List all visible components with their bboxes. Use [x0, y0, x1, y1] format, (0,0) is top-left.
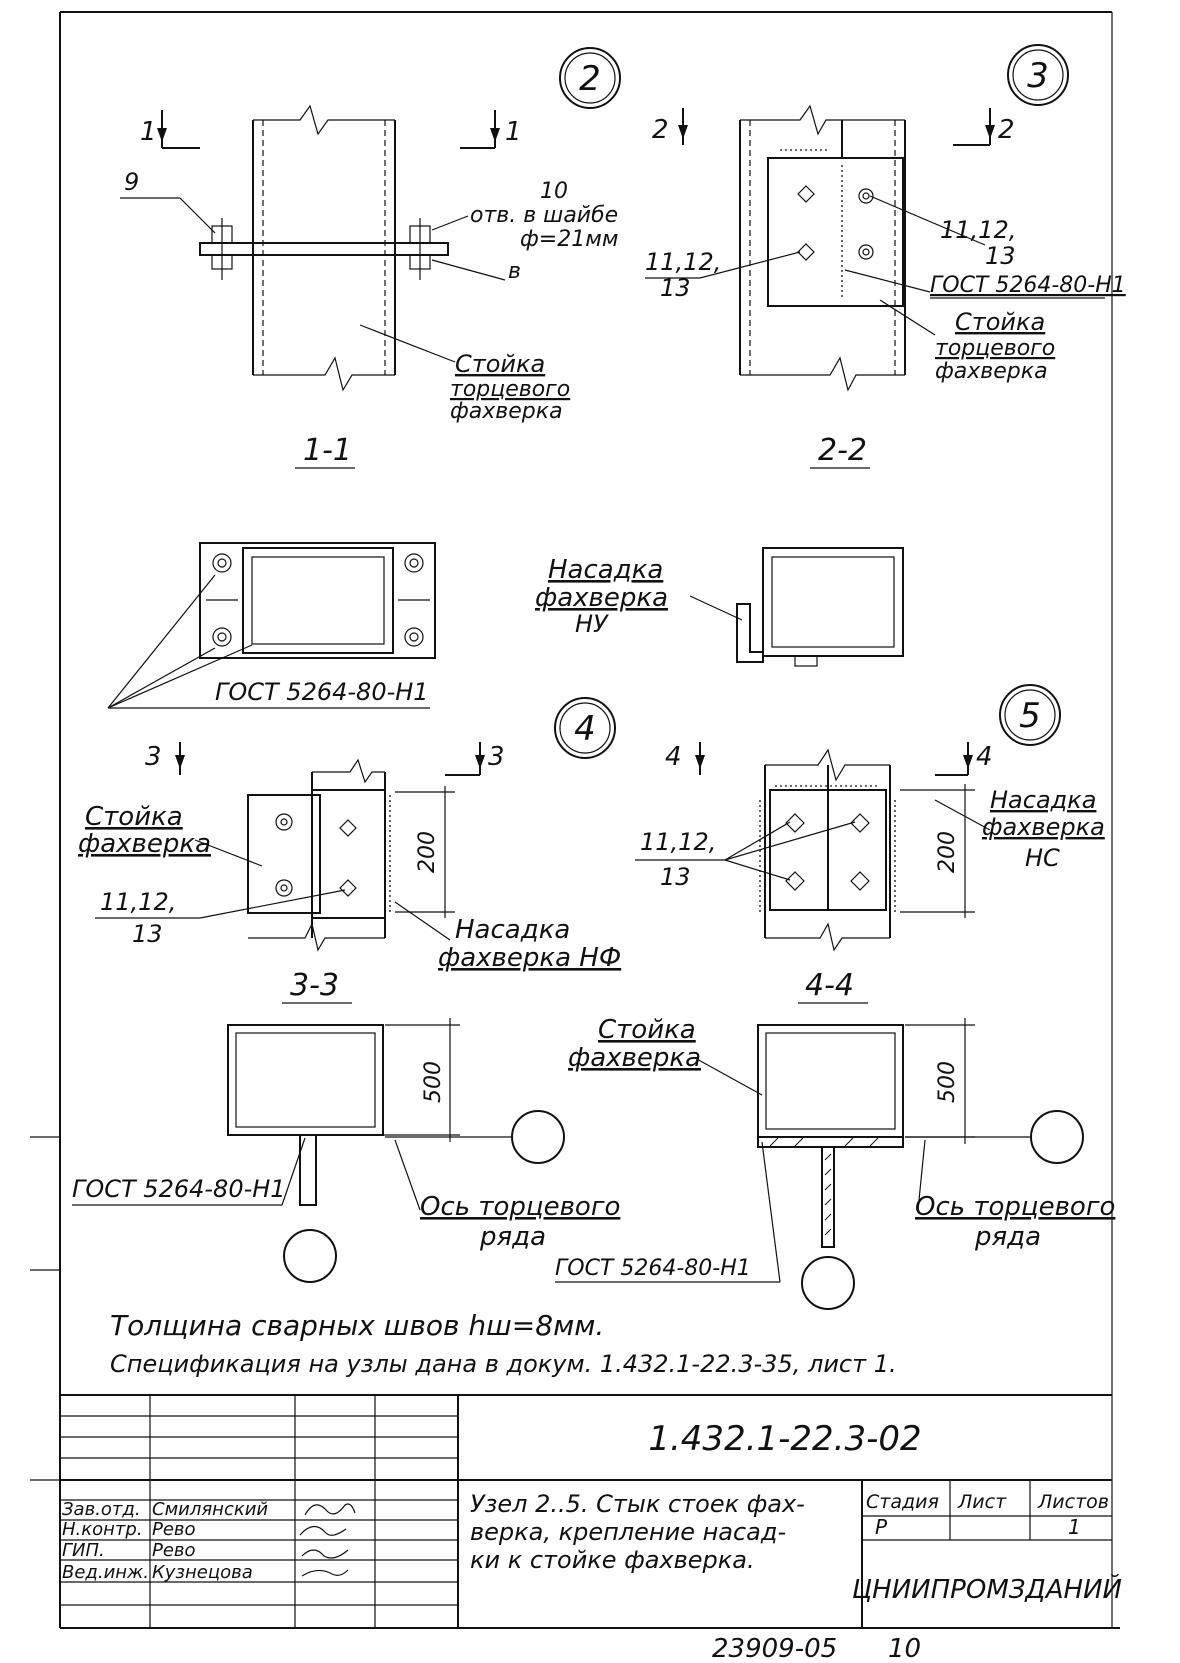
section-4-4-axis-2: ряда	[974, 1222, 1041, 1252]
section-4-4-dim-500: 500	[935, 1061, 960, 1103]
callout-3-pos-13-right: 13	[985, 242, 1016, 270]
title-name-4: Кузнецова	[152, 1562, 253, 1583]
title-role-3: ГИП.	[62, 1540, 105, 1561]
cut-mark-4-right: 4	[976, 742, 993, 772]
title-role-2: Н.контр.	[62, 1519, 143, 1540]
sheet-frame	[30, 11, 1120, 1629]
section-3-3-gost: ГОСТ 5264-80-Н1	[72, 1175, 286, 1203]
node-5-nc: НС	[1025, 844, 1060, 872]
title-stage-value: Р	[875, 1515, 888, 1539]
signatures	[299, 1503, 356, 1577]
node-4-stoika-2: фахверка	[78, 829, 211, 859]
section-2-2: 2-2 Насадка фахверка НУ	[535, 433, 904, 667]
cut-mark-3-left: 3	[145, 742, 162, 772]
callout-stoika-tf-1: Стойка	[455, 350, 545, 378]
title-organization: ЦНИИПРОМЗДАНИЙ	[852, 1573, 1122, 1605]
callout-3-stoika-1: Стойка	[955, 308, 1045, 336]
callout-3-pos-1112-left: 11,12,	[645, 248, 721, 276]
title-description-1: Узел 2..5. Стык стоек фах-	[470, 1490, 805, 1518]
title-description-2: верка, крепление насад-	[470, 1518, 786, 1546]
section-2-2-fakhverka: фахверка	[535, 583, 668, 613]
callout-holes-3: ф=21мм	[520, 227, 618, 252]
cut-mark-1-left: 1	[140, 117, 157, 147]
node-4-pos-1112: 11,12,	[100, 888, 176, 916]
title-name-1: Смилянский	[152, 1499, 268, 1520]
node-label-5: 5	[1019, 696, 1041, 736]
title-stage-header: Стадия	[866, 1491, 939, 1513]
cut-mark-2-left: 2	[652, 115, 669, 145]
cut-mark-2-right: 2	[998, 115, 1015, 145]
section-1-1-gost: ГОСТ 5264-80-Н1	[215, 678, 429, 706]
section-3-3-axis-1: Ось торцевого	[420, 1192, 620, 1222]
node-4-stoika-1: Стойка	[85, 802, 183, 832]
section-3-3-axis-2: ряда	[479, 1222, 546, 1252]
title-sheets-value: 1	[1068, 1515, 1081, 1539]
node-4-elevation: 4 200 3 3 Стойка фахверка 11,12, 13 Нас	[78, 697, 621, 973]
node-4-dim-200: 200	[415, 831, 440, 873]
footer-archive-number: 23909-05	[712, 1634, 837, 1663]
callout-3-pos-13-left: 13	[660, 274, 691, 302]
callout-stoika-tf-3: фахверка	[450, 399, 563, 424]
title-block: 1.432.1-22.3-02 Зав.отд. Н.контр. ГИП. В…	[60, 1394, 1122, 1628]
node-4-nf: фахверка НФ	[438, 943, 621, 973]
note-weld-thickness: Толщина сварных швов hш=8мм.	[110, 1309, 604, 1342]
node-2-elevation: 2 1 1 9 10 отв. в шайбе ф=21мм в	[120, 47, 621, 424]
section-1-1: 1-1 ГОСТ 5264-80-Н1	[107, 433, 436, 709]
title-doc-code: 1.432.1-22.3-02	[648, 1419, 921, 1459]
section-2-2-ny: НУ	[575, 610, 609, 638]
section-3-3: 3-3 500 ГОСТ 5264-80-Н1 Ось торцевого ря…	[72, 968, 620, 1283]
cut-mark-3-right: 3	[488, 742, 505, 772]
section-4-4-stoika-1: Стойка	[598, 1015, 696, 1045]
node-5-fakhverka: фахверка	[982, 813, 1105, 841]
section-4-4-stoika-2: фахверка	[568, 1043, 701, 1073]
section-title-1-1: 1-1	[303, 433, 352, 468]
node-4-pos-13: 13	[132, 920, 163, 948]
title-sheet-header: Лист	[957, 1491, 1007, 1513]
section-2-2-nasadka: Насадка	[548, 555, 663, 585]
node-label-3: 3	[1027, 56, 1049, 96]
title-role-1: Зав.отд.	[62, 1499, 141, 1520]
title-role-4: Вед.инж.	[62, 1562, 149, 1583]
callout-3-stoika-3: фахверка	[935, 359, 1048, 384]
node-5-elevation: 5 200 4 4 11,12, 13 Насадка фахверка	[635, 684, 1105, 952]
callout-stoika-tf-2: торцевого	[450, 377, 570, 402]
callout-holes-2: отв. в шайбе	[470, 203, 618, 228]
node-label-2: 2	[579, 59, 601, 99]
callout-v: в	[508, 259, 521, 284]
callout-3-gost: ГОСТ 5264-80-Н1	[930, 273, 1126, 298]
callout-pos-9: 9	[124, 168, 139, 196]
node-5-dim-200: 200	[935, 831, 960, 873]
node-5-pos-1112: 11,12,	[640, 828, 716, 856]
section-4-4-axis-1: Ось торцевого	[915, 1192, 1115, 1222]
section-title-3-3: 3-3	[290, 968, 339, 1003]
section-4-4-gost: ГОСТ 5264-80-Н1	[555, 1256, 751, 1281]
cut-mark-1-right: 1	[505, 117, 522, 147]
node-4-nasadka: Насадка	[455, 915, 570, 945]
section-3-3-dim-500: 500	[421, 1061, 446, 1103]
title-description-3: ки к стойке фахверка.	[470, 1546, 755, 1574]
section-4-4: 4-4 500 Стойка фахверка ГОСТ 5264-80-Н1 …	[555, 968, 1115, 1310]
node-3-elevation: 3 2 2 11,12, 13 ГОСТ 5264-80-Н1 11,12, 1…	[645, 44, 1126, 392]
title-name-3: Рево	[152, 1540, 196, 1561]
note-specification: Спецификация на узлы дана в докум. 1.432…	[110, 1350, 897, 1378]
title-name-2: Рево	[152, 1519, 196, 1540]
title-sheets-header: Листов	[1037, 1491, 1109, 1513]
callout-3-stoika-2: торцевого	[935, 336, 1055, 361]
node-label-4: 4	[574, 709, 596, 749]
footer-page: 10	[888, 1634, 921, 1663]
node-5-pos-13: 13	[660, 863, 691, 891]
cut-mark-4-left: 4	[665, 742, 682, 772]
callout-3-pos-1112-right: 11,12,	[940, 216, 1016, 244]
callout-holes-1: 10	[540, 179, 568, 204]
section-title-4-4: 4-4	[805, 968, 854, 1003]
section-title-2-2: 2-2	[818, 433, 867, 468]
node-5-nasadka: Насадка	[990, 786, 1096, 814]
